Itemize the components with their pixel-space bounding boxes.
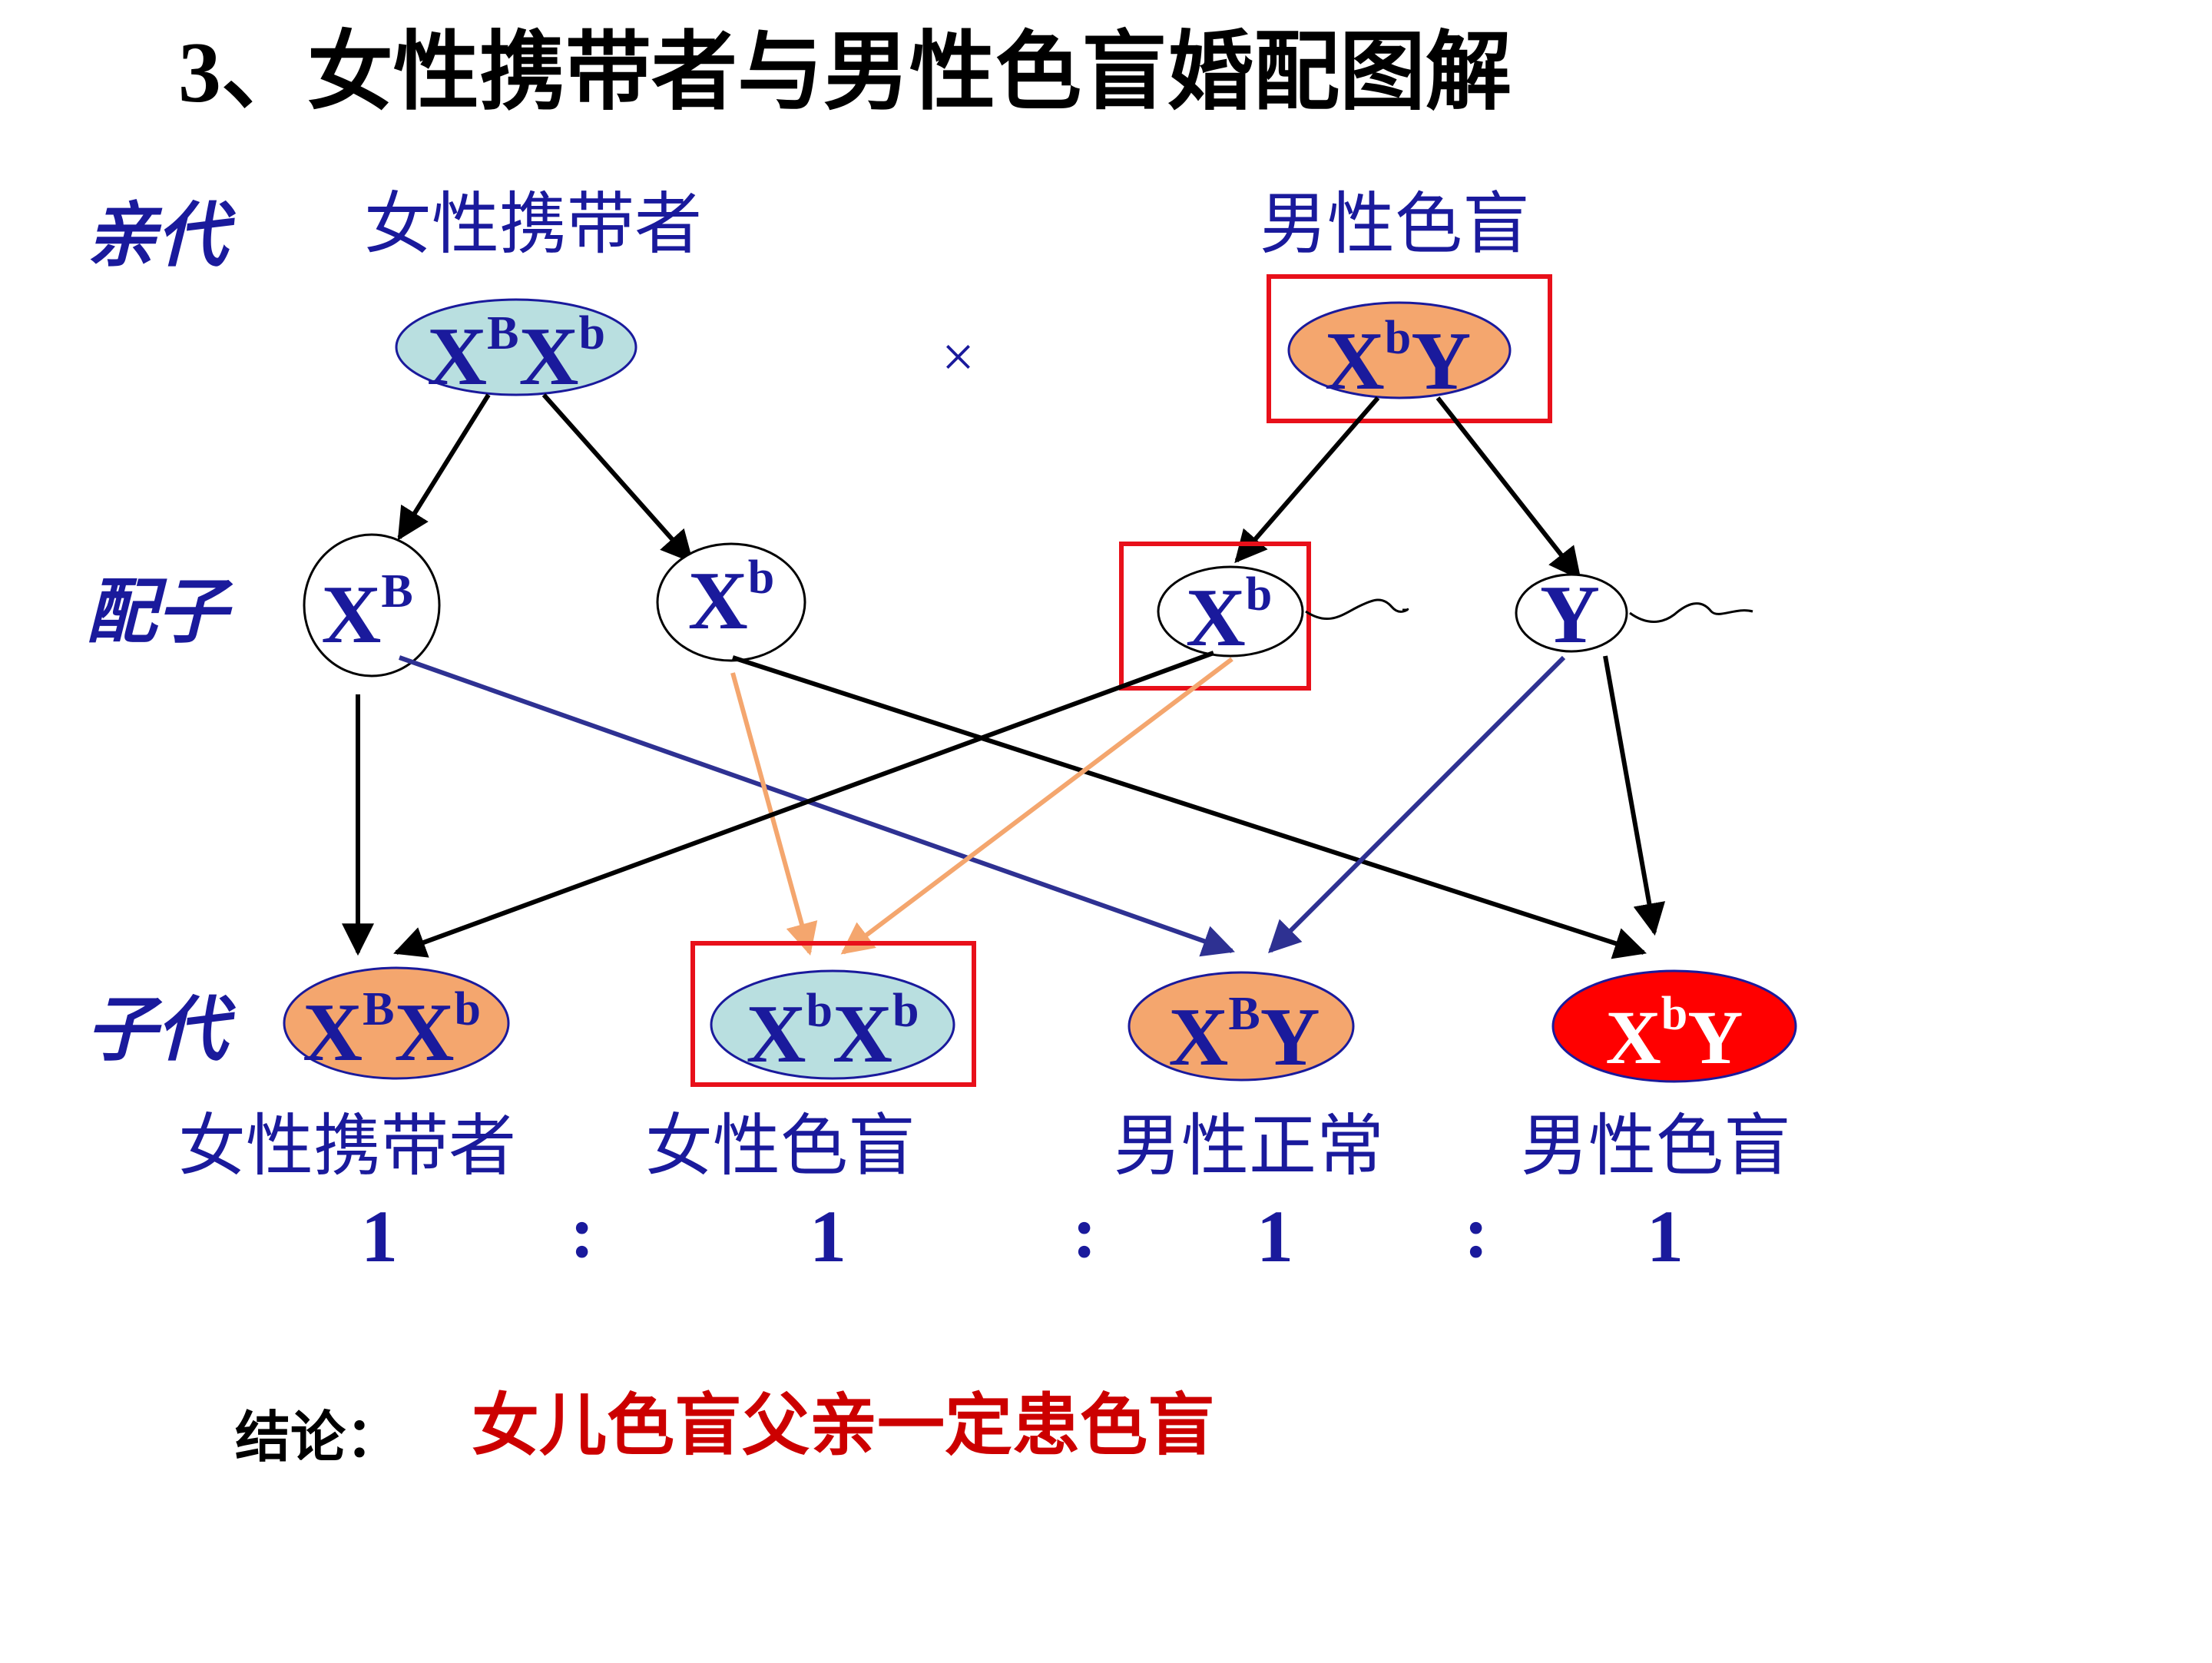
ratio-value-3: 1 bbox=[1647, 1195, 1684, 1277]
sperm-tail-2 bbox=[1629, 602, 1753, 623]
row-label-parents: 亲代 bbox=[86, 194, 237, 277]
offspring-label-1: 女性色盲 bbox=[645, 1106, 916, 1185]
conclusion-label: 结论： bbox=[235, 1405, 401, 1469]
offspring-label-0: 女性携带者 bbox=[178, 1106, 516, 1185]
parent-male-genotype: XbY bbox=[1267, 274, 1552, 423]
svg-text:XBXb: XBXb bbox=[427, 307, 605, 402]
ratio-value-0: 1 bbox=[361, 1195, 398, 1277]
offspring-label-2: 男性正常 bbox=[1114, 1106, 1384, 1185]
sperm-tail-1 bbox=[1305, 598, 1409, 620]
arrow-female-to-XB bbox=[397, 393, 491, 541]
arrow-male-to-Xb bbox=[1234, 396, 1380, 564]
offspring-label-3: 男性色盲 bbox=[1521, 1106, 1791, 1185]
svg-text:XbXb: XbXb bbox=[747, 985, 919, 1080]
svg-text:Xb: Xb bbox=[1186, 568, 1272, 664]
svg-text:Xb: Xb bbox=[688, 552, 774, 647]
gamete-XB: XB bbox=[303, 533, 441, 677]
arrow-male-to-Y bbox=[1435, 396, 1581, 581]
offspring-XbXb: XbXb bbox=[690, 941, 976, 1087]
svg-text:XBY: XBY bbox=[1168, 988, 1320, 1083]
arrow-Y-to-XbY bbox=[1603, 655, 1666, 936]
arrow-female-to-Xb bbox=[541, 393, 694, 564]
svg-text:XbY: XbY bbox=[1325, 312, 1471, 407]
gamete-Y: Y bbox=[1515, 569, 1753, 661]
ratio-separator-2: : bbox=[1464, 1191, 1488, 1273]
svg-text:XbY: XbY bbox=[1606, 988, 1743, 1080]
page-title: 3、女性携带者与男性色盲婚配图解 bbox=[178, 25, 1512, 121]
parent-female-label: 女性携带者 bbox=[364, 184, 702, 263]
arrow-maleXb-to-XbXb bbox=[840, 657, 1233, 955]
arrow-Xb-to-XbY bbox=[732, 655, 1647, 959]
row-label-offspring: 子代 bbox=[86, 989, 237, 1071]
arrow-Y-to-XBY bbox=[1268, 655, 1566, 953]
gamete-Xb-female: Xb bbox=[656, 542, 806, 662]
svg-text:XB: XB bbox=[321, 565, 412, 661]
row-label-gametes: 配子 bbox=[86, 571, 233, 653]
ratio-separator-0: : bbox=[570, 1191, 594, 1273]
conclusion-text: 女儿色盲父亲一定患色盲 bbox=[472, 1386, 1215, 1465]
offspring-XBXb: XBXb bbox=[283, 966, 510, 1080]
offspring-XbY: XbY bbox=[1551, 969, 1797, 1083]
arrow-XB-to-XBY bbox=[399, 655, 1235, 957]
arrow-maleXb-to-XBXb bbox=[393, 651, 1215, 958]
gamete-Xb-male: Xb bbox=[1119, 542, 1409, 691]
parent-male-label: 男性色盲 bbox=[1260, 184, 1530, 263]
ratio-value-2: 1 bbox=[1257, 1195, 1293, 1277]
svg-text:Y: Y bbox=[1540, 569, 1600, 661]
parent-female-genotype: XBXb bbox=[395, 298, 637, 402]
ratio-value-1: 1 bbox=[810, 1195, 846, 1277]
cross-symbol: × bbox=[942, 325, 975, 389]
offspring-XBY: XBY bbox=[1128, 971, 1355, 1083]
svg-text:XBXb: XBXb bbox=[303, 983, 481, 1078]
ratio-separator-1: : bbox=[1072, 1191, 1097, 1273]
